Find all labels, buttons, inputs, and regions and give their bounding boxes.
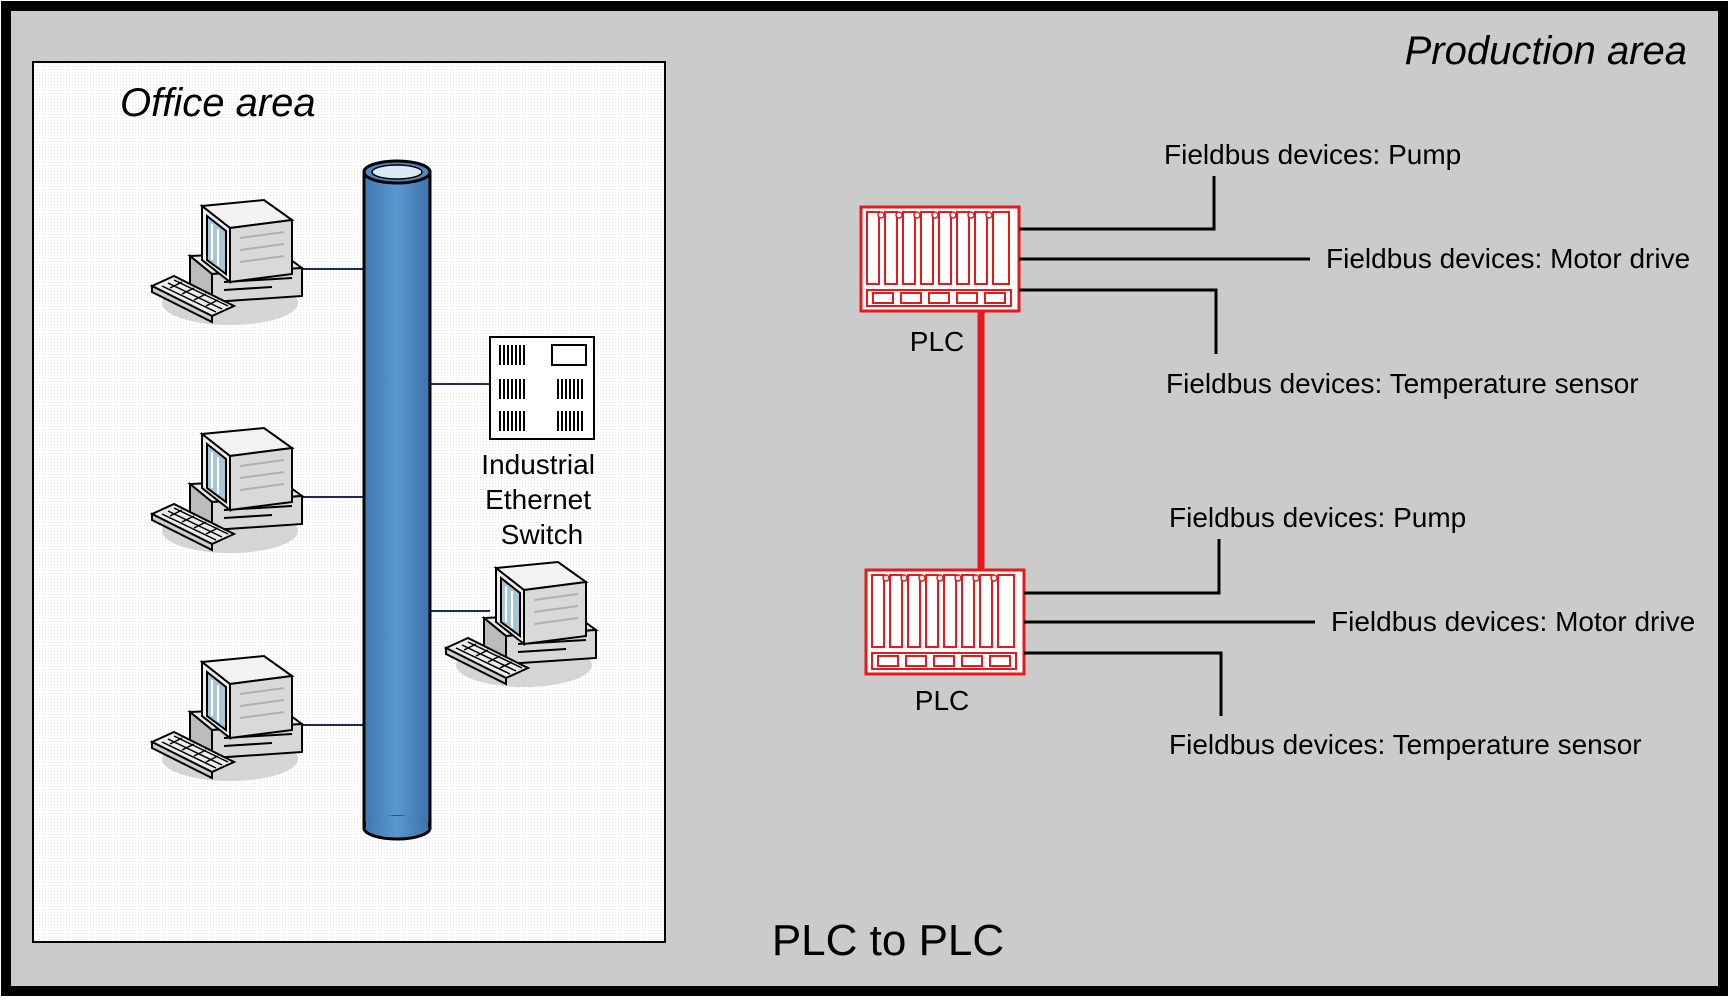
fieldbus-label: Fieldbus devices: Temperature sensor bbox=[1169, 729, 1642, 760]
fieldbus-label: Fieldbus devices: Temperature sensor bbox=[1166, 368, 1639, 399]
plc-label: PLC bbox=[915, 685, 969, 716]
lan-connections bbox=[298, 268, 490, 726]
plc-rack-icon bbox=[859, 205, 1021, 313]
ethernet-backbone bbox=[362, 159, 432, 841]
fieldbus-label: Fieldbus devices: Motor drive bbox=[1326, 243, 1690, 274]
ethernet-switch-icon bbox=[489, 336, 595, 440]
office-area-box bbox=[32, 61, 666, 943]
fieldbus-lines bbox=[1019, 176, 1310, 354]
production-area-title: Production area bbox=[1405, 29, 1687, 73]
diagram-caption: PLC to PLC bbox=[772, 916, 1004, 965]
fieldbus-lines bbox=[1024, 539, 1315, 716]
fieldbus-label: Fieldbus devices: Motor drive bbox=[1331, 606, 1695, 637]
switch-label-line: Industrial bbox=[481, 449, 595, 480]
plc-rack-icon bbox=[864, 568, 1026, 676]
switch-label: Industrial Ethernet Switch bbox=[481, 449, 602, 550]
office-area-title: Office area bbox=[120, 81, 316, 125]
switch-label-line: Switch bbox=[501, 519, 583, 550]
fieldbus-label: Fieldbus devices: Pump bbox=[1164, 139, 1461, 170]
fieldbus-label: Fieldbus devices: Pump bbox=[1169, 502, 1466, 533]
plc-label: PLC bbox=[910, 326, 964, 357]
switch-label-line: Ethernet bbox=[485, 484, 591, 515]
